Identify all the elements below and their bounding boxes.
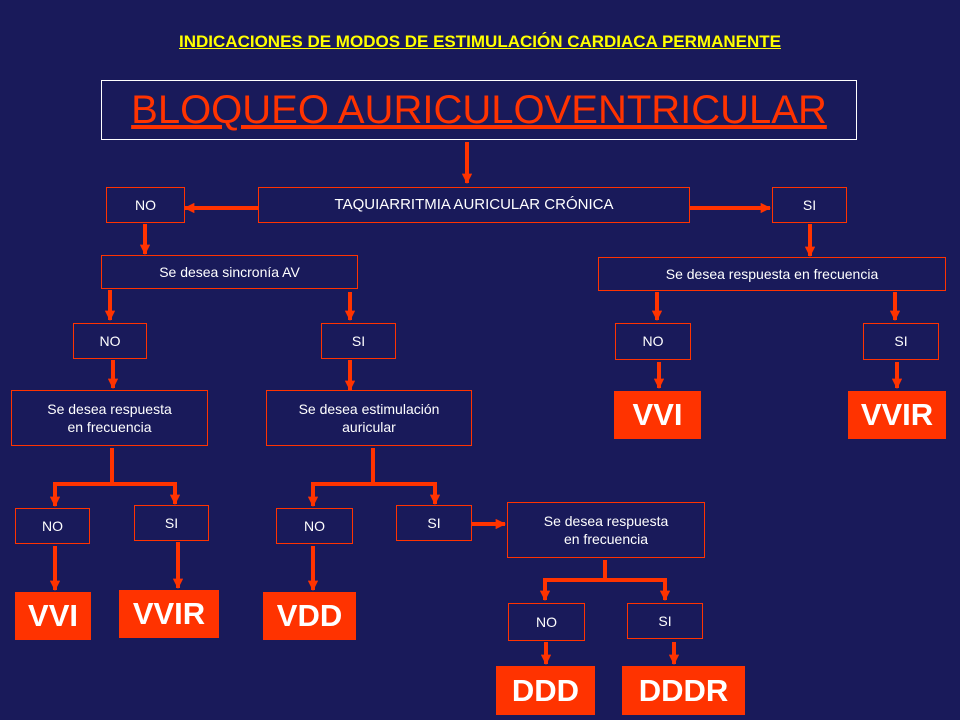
page-subtitle: INDICACIONES DE MODOS DE ESTIMULACIÓN CA… [179, 32, 781, 51]
respuesta-frecuencia-right-node: Se desea respuesta en frecuencia [598, 257, 946, 291]
result-vvi-right: VVI [614, 391, 701, 439]
taquiarritmia-node: TAQUIARRITMIA AURICULAR CRÓNICA [258, 187, 690, 223]
respuesta-left-no-node: NO [15, 508, 90, 544]
estimulacion-si-node: SI [396, 505, 472, 541]
result-vvir-left: VVIR [119, 590, 219, 638]
result-vvi-left: VVI [15, 592, 91, 640]
result-vvir-right: VVIR [848, 391, 946, 439]
respuesta-right-si-node: SI [863, 323, 939, 360]
page-title: BLOQUEO AURICULOVENTRICULAR [101, 80, 857, 140]
respuesta-frecuencia-mid-node: Se desea respuesta en frecuencia [507, 502, 705, 558]
respuesta-mid-si-node: SI [627, 603, 703, 639]
respuesta-mid-no-node: NO [508, 603, 585, 641]
taquiarritmia-no-node: NO [106, 187, 185, 223]
taquiarritmia-si-node: SI [772, 187, 847, 223]
result-dddr: DDDR [622, 666, 745, 715]
result-vdd: VDD [263, 592, 356, 640]
respuesta-right-no-node: NO [615, 323, 691, 360]
estimulacion-auricular-node: Se desea estimulación auricular [266, 390, 472, 446]
sincronia-no-node: NO [73, 323, 147, 359]
sincronia-si-node: SI [321, 323, 396, 359]
respuesta-frecuencia-left-node: Se desea respuesta en frecuencia [11, 390, 208, 446]
result-ddd: DDD [496, 666, 595, 715]
sincronia-av-node: Se desea sincronía AV [101, 255, 358, 289]
estimulacion-no-node: NO [276, 508, 353, 544]
respuesta-left-si-node: SI [134, 505, 209, 541]
